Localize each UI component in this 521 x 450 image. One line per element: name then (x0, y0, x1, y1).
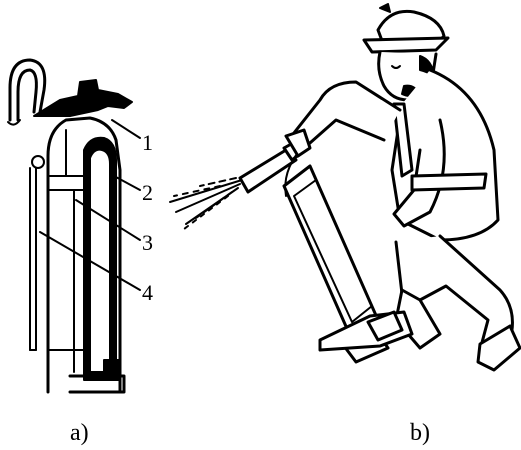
spray-nozzle (238, 148, 298, 194)
leader-line-2 (113, 175, 141, 191)
cylinder-outer (46, 116, 122, 394)
part-number-2: 2 (142, 180, 153, 205)
boot-back (476, 324, 521, 372)
leader-line-1 (111, 119, 141, 139)
valve-head (33, 79, 133, 117)
siphon-tube (29, 167, 37, 351)
caption-a: a) (70, 420, 89, 446)
leader-line-4 (39, 231, 141, 291)
carrying-handle (8, 58, 47, 122)
panel-a-extinguisher-section: 1 2 3 4 a) (7, 58, 153, 446)
caption-b: b) (410, 420, 430, 446)
spray-jet (169, 177, 243, 233)
part-number-1: 1 (142, 130, 153, 155)
leader-line-3 (75, 199, 141, 241)
pressure-gauge (31, 155, 45, 169)
part-number-3: 3 (142, 230, 153, 255)
part-number-4: 4 (142, 280, 153, 305)
cylinder-base (68, 374, 126, 394)
panel-b-operator: b) (169, 3, 521, 446)
